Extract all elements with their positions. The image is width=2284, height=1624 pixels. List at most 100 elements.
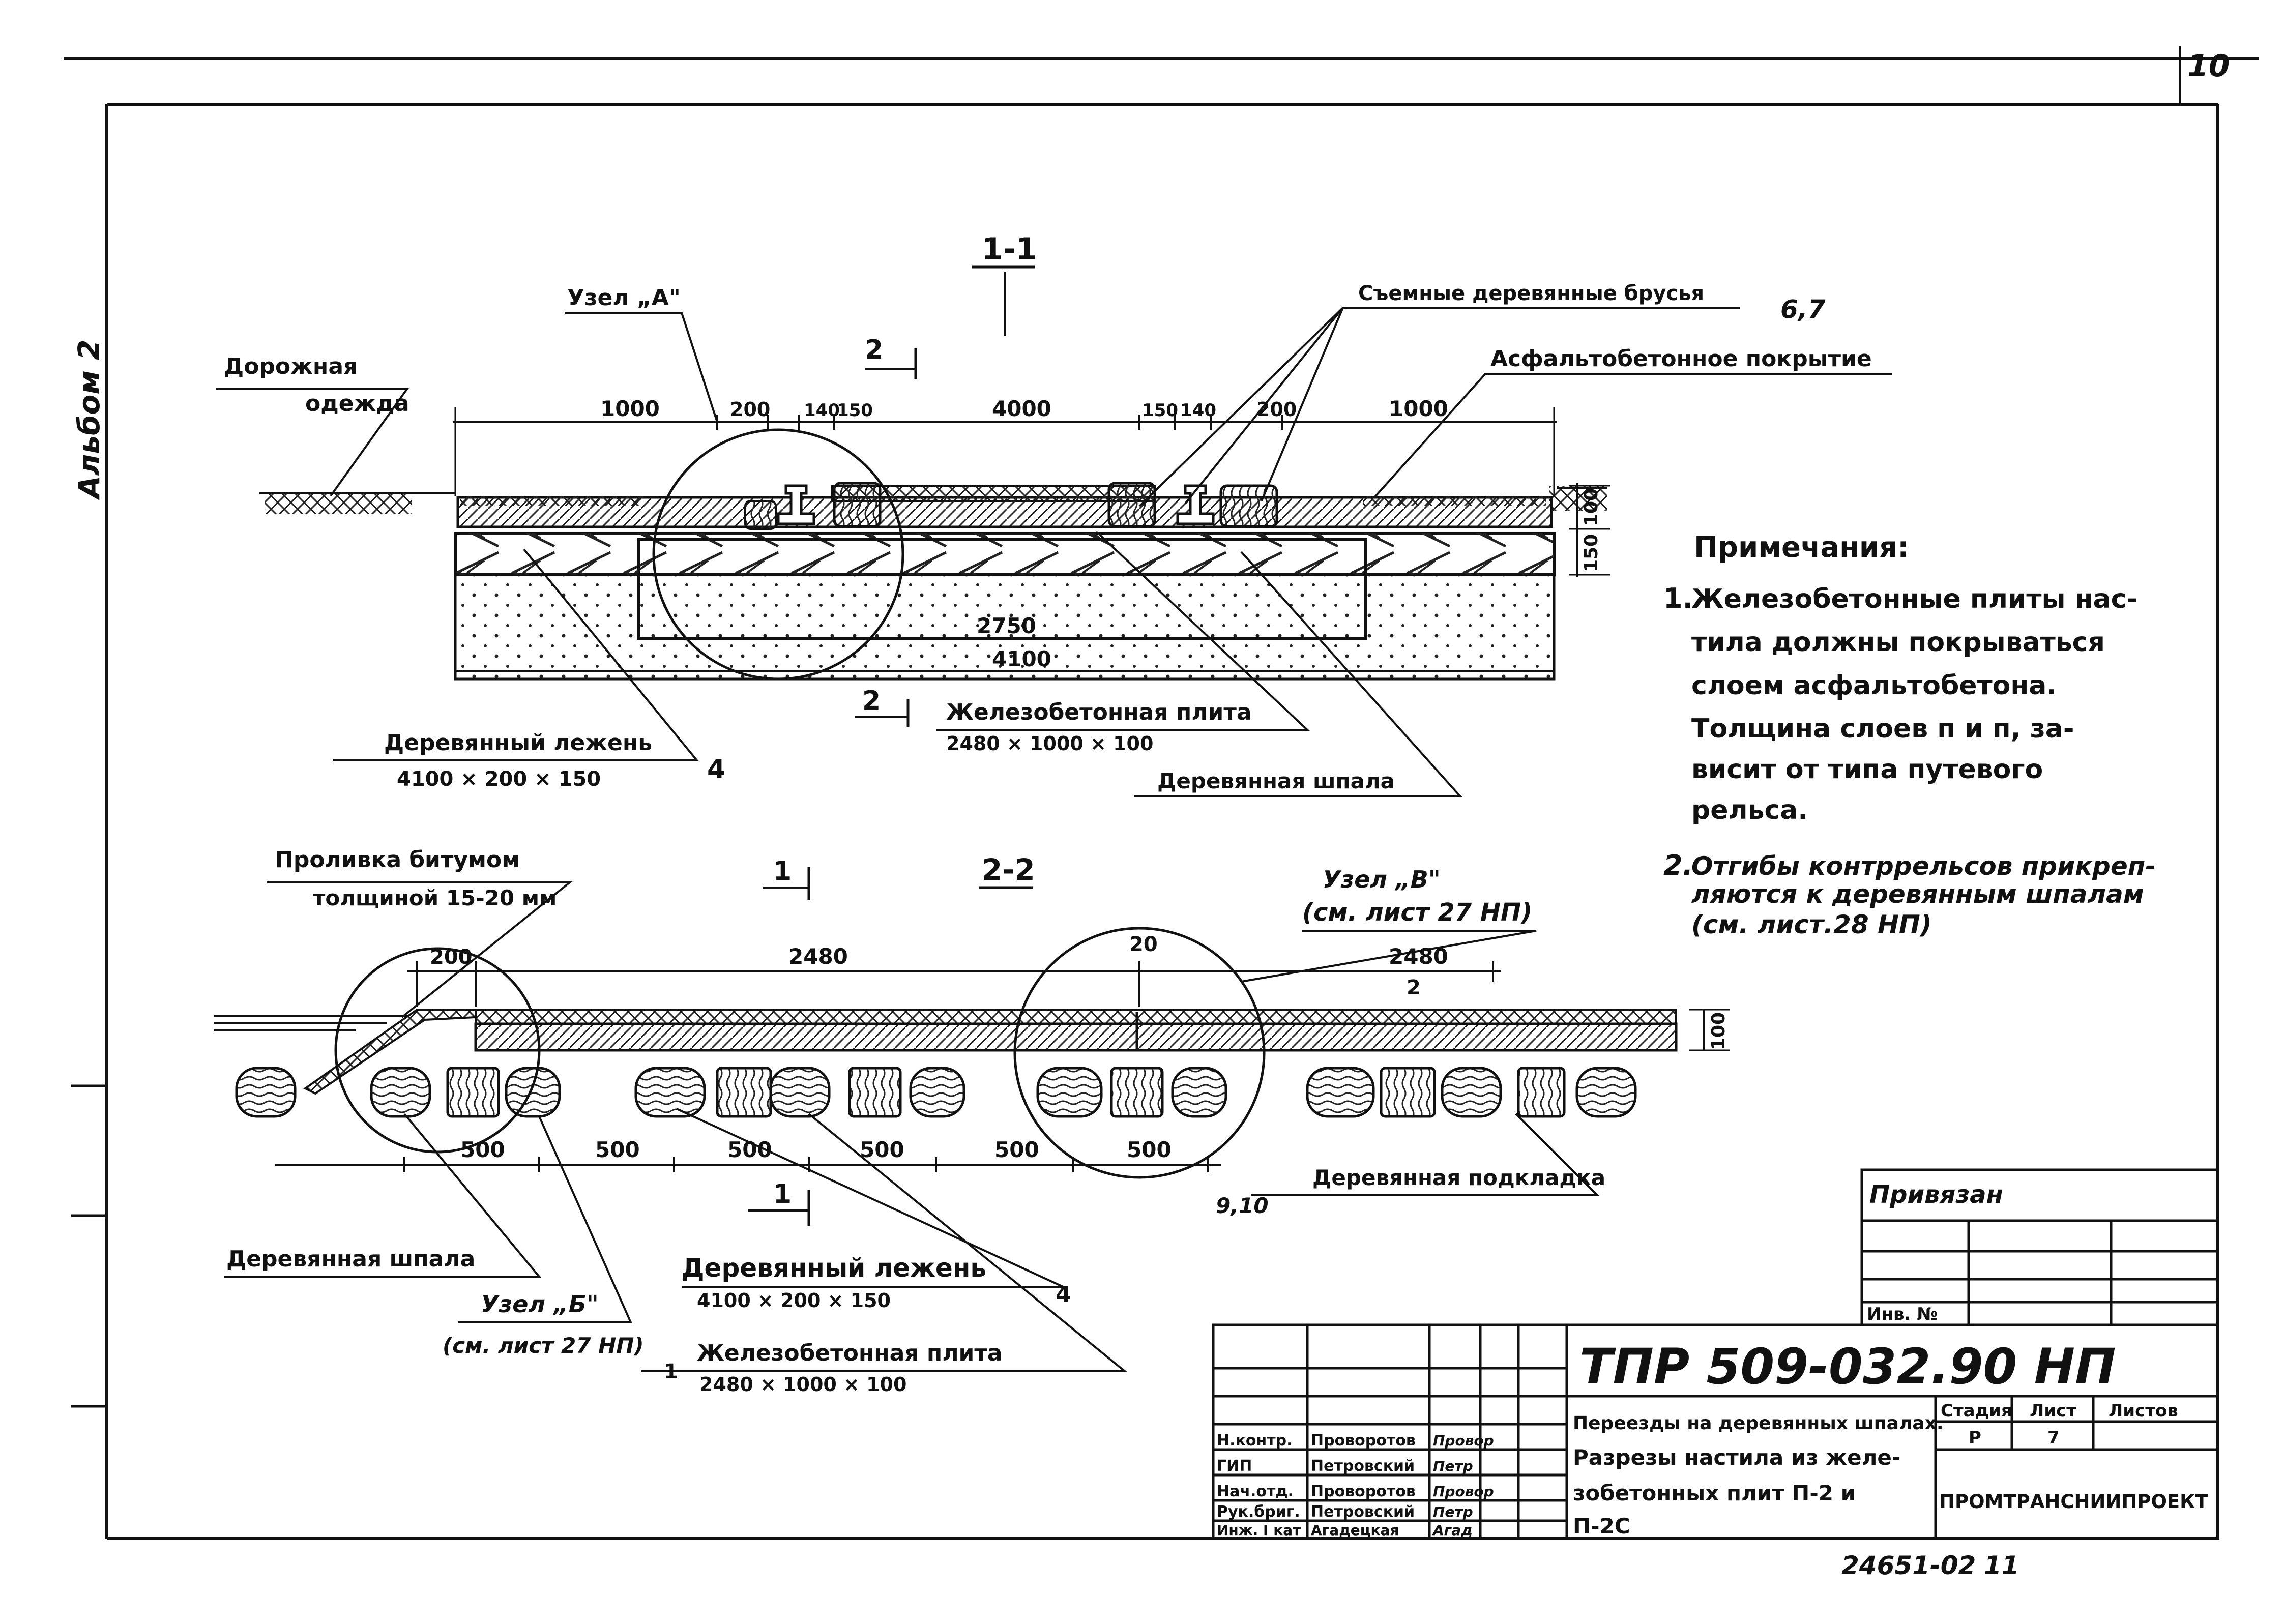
tb-row-4-role: Рук.бриг. bbox=[1217, 1503, 1300, 1521]
tb-row-3-sign: Провор bbox=[1433, 1483, 1494, 1500]
label-lezhen-num: 4 bbox=[707, 754, 725, 785]
note-2-num: 2. bbox=[1663, 849, 1693, 881]
dim-top-7: 140 bbox=[1180, 400, 1216, 421]
cut-mark-1-top: 1 bbox=[773, 856, 792, 887]
tb-row-4-sign: Петр bbox=[1433, 1503, 1473, 1520]
tb-row-3-role: Нач.отд. bbox=[1217, 1483, 1294, 1500]
label-plate: Железобетонная плита bbox=[946, 699, 1252, 725]
dim-top-3: 140 bbox=[804, 400, 840, 421]
dim22-top-2: 2480 bbox=[788, 944, 848, 969]
tb-organization: ПРОМТРАНСНИИПРОЕКТ bbox=[1939, 1491, 2208, 1513]
inv-no-label: Инв. № bbox=[1867, 1304, 1938, 1324]
label-asphalt: Асфальтобетонное покрытие bbox=[1490, 346, 1872, 372]
tb-sheet-header: Лист bbox=[2030, 1401, 2076, 1421]
label-road-top: Дорожная bbox=[224, 353, 358, 379]
label-lezhen-size: 4100 × 200 × 150 bbox=[397, 767, 601, 791]
tb-title-line-1: Переезды на деревянных шпалах. bbox=[1573, 1413, 1944, 1434]
tb-row-4-name: Петровский bbox=[1311, 1503, 1415, 1521]
dim-top-5: 4000 bbox=[992, 396, 1051, 421]
note-1-line-1: Железобетонные плиты нас- bbox=[1691, 584, 2137, 614]
note-1-line-2: тила должны покрываться bbox=[1691, 627, 2105, 658]
dim22-bottom-5: 500 bbox=[994, 1137, 1039, 1162]
label-lezhen-2-num: 4 bbox=[1056, 1282, 1071, 1308]
dim22-bottom-1: 500 bbox=[460, 1137, 505, 1162]
label-uzel-v-ref: (см. лист 27 НП) bbox=[1302, 898, 1532, 927]
privyazan-label: Привязан bbox=[1869, 1180, 2003, 1209]
label-sleeper-1: Деревянная шпала bbox=[1157, 769, 1395, 793]
label-lezhen-2: Деревянный лежень bbox=[682, 1253, 986, 1283]
title-block bbox=[1212, 1323, 2219, 1540]
label-pad-num: 9,10 bbox=[1216, 1193, 1269, 1218]
dim22-side: 100 bbox=[1708, 1012, 1729, 1050]
tb-stage-value: Р bbox=[1969, 1428, 1981, 1448]
sheet-corner-number: 10 bbox=[2187, 48, 2230, 84]
dim22-top-3: 20 bbox=[1129, 933, 1158, 956]
rail-right bbox=[1176, 484, 1215, 525]
tb-row-2-name: Петровский bbox=[1311, 1457, 1415, 1475]
rail-left bbox=[777, 484, 815, 525]
dim-top-9: 1000 bbox=[1389, 396, 1448, 421]
doc-code: ТПР 509-032.90 НП bbox=[1579, 1338, 2116, 1395]
tb-row-5-name: Агадецкая bbox=[1311, 1522, 1399, 1539]
label-uzel-v: Узел „В" bbox=[1323, 866, 1441, 893]
tb-row-2-role: ГИП bbox=[1217, 1457, 1252, 1475]
dim-side-a: 150 bbox=[1581, 534, 1602, 572]
label-plate-2-num: 1 bbox=[664, 1360, 678, 1383]
section-1-1: 1-1 2 2 bbox=[216, 231, 1892, 797]
note-1-line-6: рельса. bbox=[1691, 795, 1808, 825]
dim-side-b: 100 bbox=[1581, 488, 1602, 526]
label-uzel-a: Узел „А" bbox=[567, 285, 681, 311]
section-2-2: 2-2 1 1 bbox=[214, 847, 1730, 1396]
note-1-num: 1. bbox=[1663, 582, 1693, 614]
label-plate-2-size: 2480 × 1000 × 100 bbox=[699, 1373, 906, 1396]
node-a-circle bbox=[652, 428, 904, 681]
dim-top-6: 150 bbox=[1142, 400, 1178, 421]
note-1-line-3: слоем асфальтобетона. bbox=[1691, 670, 2057, 701]
label-bitumen-bottom: толщиной 15-20 мм bbox=[313, 885, 557, 910]
label-pad: Деревянная подкладка bbox=[1312, 1165, 1605, 1190]
notes-heading: Примечания: bbox=[1694, 531, 1909, 564]
bottom-code: 24651-02 bbox=[1841, 1551, 1976, 1580]
label-sleeper-2: Деревянная шпала bbox=[226, 1246, 475, 1272]
label-removable-bars-num: 6,7 bbox=[1780, 294, 1826, 324]
label-road-bottom: одежда bbox=[305, 391, 409, 417]
section-mark-1-1: 1-1 bbox=[982, 231, 1037, 267]
tb-title-line-3: зобетонных плит П-2 и bbox=[1573, 1481, 1856, 1505]
dim22-bottom-6: 500 bbox=[1127, 1137, 1172, 1162]
note-2-line-2: ляются к деревянным шпалам bbox=[1691, 879, 2144, 909]
dim-inner: 2750 bbox=[977, 613, 1036, 638]
cut-mark-1-bottom: 1 bbox=[773, 1179, 792, 1209]
tb-sheet-value: 7 bbox=[2047, 1428, 2060, 1448]
notes-block: Примечания: 1. Железобетонные плиты нас-… bbox=[1663, 531, 2156, 939]
note-2-line-1: Отгибы контррельсов прикреп- bbox=[1691, 851, 2156, 881]
dim22-top-sub: 2 bbox=[1407, 976, 1421, 999]
bottom-number: 11 bbox=[1984, 1551, 2019, 1580]
tb-row-1-sign: Провор bbox=[1433, 1432, 1494, 1449]
sleepers-row bbox=[235, 1067, 1637, 1118]
cut-mark-2-top: 2 bbox=[865, 335, 883, 365]
node-v-circle bbox=[1013, 927, 1266, 1179]
dim-total: 4100 bbox=[992, 646, 1051, 671]
note-2-line-3: (см. лист.28 НП) bbox=[1691, 910, 1932, 939]
tb-sheets-header: Листов bbox=[2109, 1401, 2178, 1421]
note-1-line-4: Толщина слоев п и п, за- bbox=[1691, 714, 2074, 744]
label-lezhen-2-size: 4100 × 200 × 150 bbox=[697, 1289, 891, 1312]
dim-top-2: 200 bbox=[730, 398, 770, 421]
dim-top-4: 150 bbox=[837, 400, 873, 421]
label-plate-size: 2480 × 1000 × 100 bbox=[946, 732, 1153, 755]
label-removable-bars: Съемные деревянные брусья bbox=[1358, 282, 1704, 305]
tb-row-1-role: Н.контр. bbox=[1217, 1432, 1292, 1450]
label-lezhen: Деревянный лежень bbox=[384, 730, 652, 756]
cut-mark-2-bottom: 2 bbox=[862, 686, 881, 716]
dim22-bottom-2: 500 bbox=[595, 1137, 640, 1162]
tb-row-3-name: Проворотов bbox=[1311, 1483, 1416, 1500]
label-uzel-b: Узел „Б" bbox=[481, 1290, 599, 1318]
dim-top-8: 200 bbox=[1256, 398, 1297, 421]
tb-row-1-name: Проворотов bbox=[1311, 1432, 1416, 1450]
tb-stage-header: Стадия bbox=[1941, 1401, 2012, 1421]
note-1-line-5: висит от типа путевого bbox=[1691, 754, 2043, 785]
tb-row-5-sign: Агад bbox=[1432, 1522, 1473, 1539]
album-label: Альбом 2 bbox=[72, 340, 106, 500]
tb-row-5-role: Инж. I кат bbox=[1217, 1522, 1301, 1539]
